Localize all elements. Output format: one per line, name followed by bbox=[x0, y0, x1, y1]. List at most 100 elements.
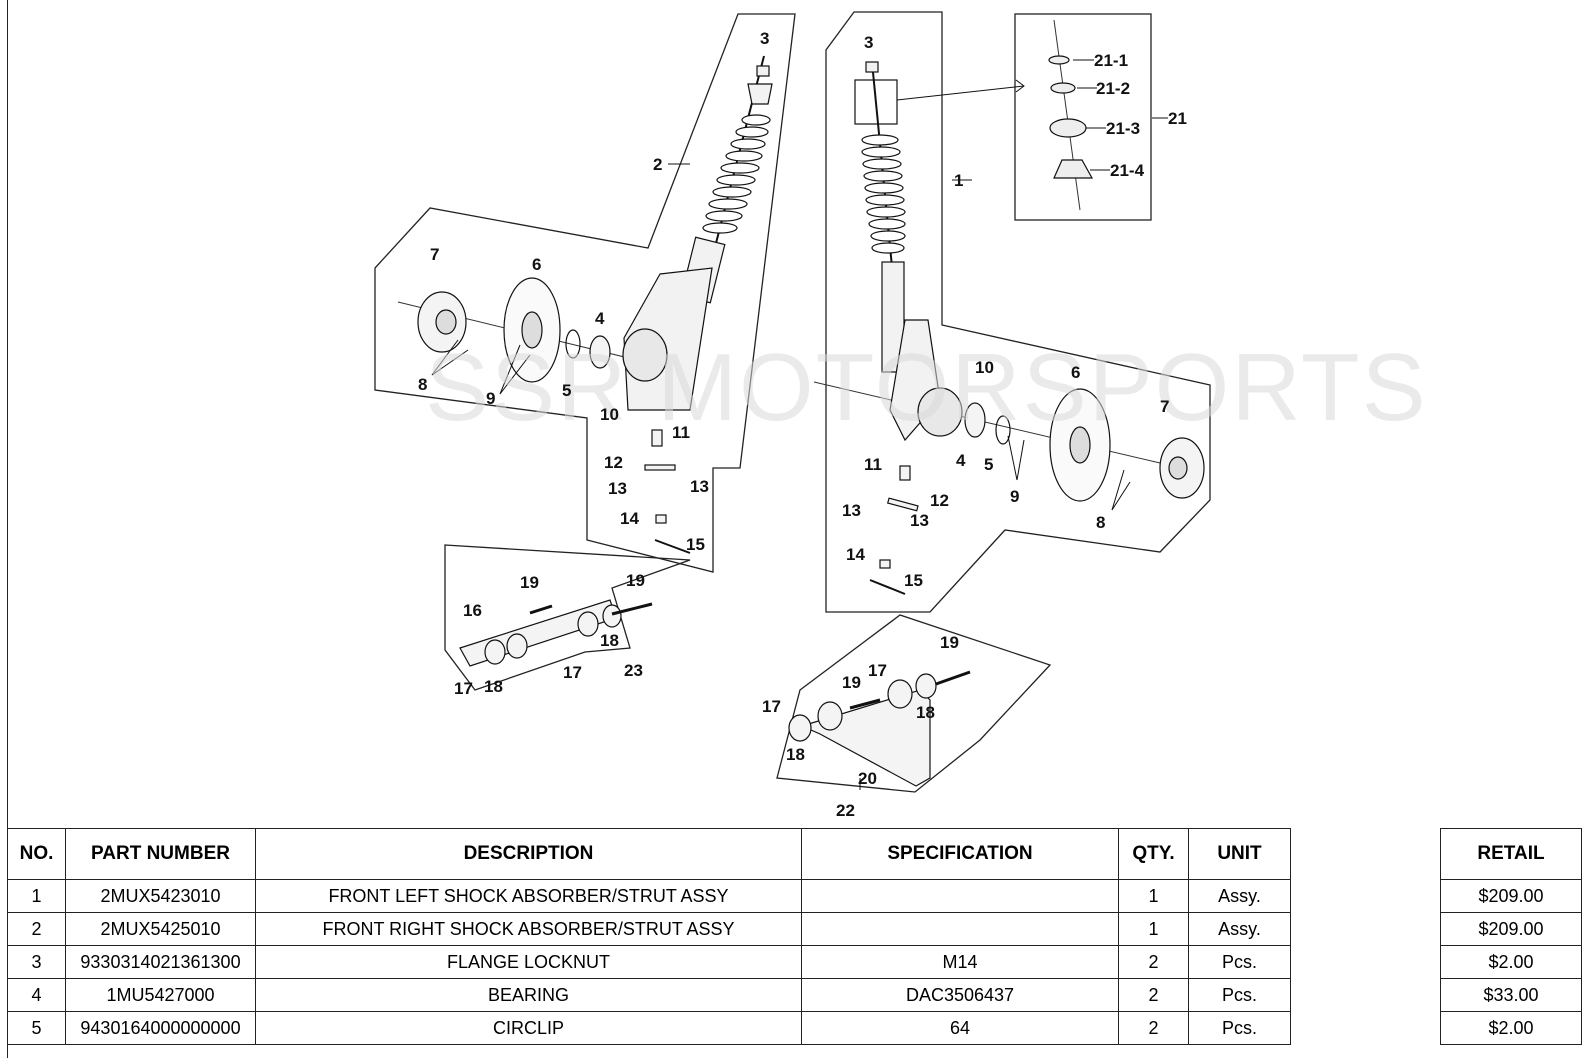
callout-label: 20 bbox=[858, 769, 877, 788]
table-row: 1 2MUX5423010 FRONT LEFT SHOCK ABSORBER/… bbox=[7, 879, 1582, 913]
table-row: 4 1MU5427000 BEARING DAC3506437 2 Pcs. $… bbox=[7, 978, 1582, 1012]
cell-specification bbox=[801, 879, 1119, 913]
cell-blank bbox=[1290, 978, 1441, 1012]
callout-label: 12 bbox=[604, 453, 623, 472]
right-arm-outline bbox=[776, 614, 1052, 793]
callout-label: 8 bbox=[1096, 513, 1105, 532]
callout-label: 19 bbox=[940, 633, 959, 652]
callout-label: 6 bbox=[1071, 363, 1080, 382]
cell-specification bbox=[801, 912, 1119, 946]
callout-label: 1 bbox=[954, 171, 963, 190]
cell-retail: $33.00 bbox=[1440, 978, 1582, 1012]
cell-unit: Assy. bbox=[1188, 912, 1291, 946]
callout-label: 17 bbox=[762, 697, 781, 716]
cell-unit: Assy. bbox=[1188, 879, 1291, 913]
cell-unit: Pcs. bbox=[1188, 978, 1291, 1012]
page-frame bbox=[7, 0, 1587, 1058]
cell-part-number: 9330314021361300 bbox=[65, 945, 256, 979]
callout-label: 2 bbox=[653, 155, 662, 174]
cell-part-number: 9430164000000000 bbox=[65, 1011, 256, 1045]
callout-label: 10 bbox=[600, 405, 619, 424]
cell-unit: Pcs. bbox=[1188, 945, 1291, 979]
cell-description: BEARING bbox=[255, 978, 802, 1012]
right-hub-assembly bbox=[869, 388, 1205, 595]
callout-label: 19 bbox=[626, 571, 645, 590]
table-header-row: NO. PART NUMBER DESCRIPTION SPECIFICATIO… bbox=[7, 828, 1582, 880]
cell-no: 1 bbox=[7, 879, 66, 913]
col-header-qty: QTY. bbox=[1118, 828, 1189, 880]
callout-labels: 1 2 3 3 4 4 5 5 6 6 7 7 8 8 9 9 10 10 11… bbox=[418, 29, 1187, 820]
callout-label: 9 bbox=[1010, 487, 1019, 506]
cell-part-number: 2MUX5423010 bbox=[65, 879, 256, 913]
right-assembly-outline bbox=[825, 11, 1211, 613]
callout-label: 5 bbox=[984, 455, 993, 474]
callout-label: 19 bbox=[842, 673, 861, 692]
cell-no: 5 bbox=[7, 1011, 66, 1045]
callout-label: 8 bbox=[418, 375, 427, 394]
cell-qty: 2 bbox=[1118, 945, 1189, 979]
callout-label: 3 bbox=[760, 29, 769, 48]
cell-retail: $2.00 bbox=[1440, 1011, 1582, 1045]
table-row: 2 2MUX5425010 FRONT RIGHT SHOCK ABSORBER… bbox=[7, 912, 1582, 946]
left-hub-assembly bbox=[417, 277, 691, 554]
callout-label: 17 bbox=[563, 663, 582, 682]
callout-label: 21-4 bbox=[1110, 161, 1145, 180]
callout-label: 6 bbox=[532, 255, 541, 274]
cell-qty: 1 bbox=[1118, 912, 1189, 946]
callout-label: 16 bbox=[463, 601, 482, 620]
col-header-retail: RETAIL bbox=[1440, 828, 1582, 880]
callout-label: 23 bbox=[624, 661, 643, 680]
exploded-parts-diagram: SSR MOTORSPORTS 1 2 3 3 4 4 5 5 6 6 7 7 … bbox=[374, 11, 1426, 820]
callout-label: 4 bbox=[956, 451, 966, 470]
col-header-specification: SPECIFICATION bbox=[801, 828, 1119, 880]
cell-specification: M14 bbox=[801, 945, 1119, 979]
callout-label: 13 bbox=[910, 511, 929, 530]
table-row: 3 9330314021361300 FLANGE LOCKNUT M14 2 … bbox=[7, 945, 1582, 979]
callout-label: 18 bbox=[786, 745, 805, 764]
callout-label: 21-3 bbox=[1106, 119, 1140, 138]
table-row: 5 9430164000000000 CIRCLIP 64 2 Pcs. $2.… bbox=[7, 1011, 1582, 1045]
cell-blank bbox=[1290, 912, 1441, 946]
callout-label: 21 bbox=[1168, 109, 1187, 128]
callout-label: 4 bbox=[595, 309, 605, 328]
callout-label: 13 bbox=[842, 501, 861, 520]
cell-unit: Pcs. bbox=[1188, 1011, 1291, 1045]
cell-blank bbox=[1290, 945, 1441, 979]
callout-label: 22 bbox=[836, 801, 855, 820]
cell-blank bbox=[1290, 1011, 1441, 1045]
callout-label: 5 bbox=[562, 381, 571, 400]
detail-box-21 bbox=[1014, 13, 1152, 221]
callout-label: 17 bbox=[454, 679, 473, 698]
callout-label: 18 bbox=[600, 631, 619, 650]
cell-specification: DAC3506437 bbox=[801, 978, 1119, 1012]
callout-label: 7 bbox=[430, 245, 439, 264]
cell-no: 4 bbox=[7, 978, 66, 1012]
callout-label: 18 bbox=[484, 677, 503, 696]
cell-part-number: 2MUX5425010 bbox=[65, 912, 256, 946]
callout-label: 15 bbox=[686, 535, 705, 554]
callout-label: 19 bbox=[520, 573, 539, 592]
cell-retail: $209.00 bbox=[1440, 879, 1582, 913]
callout-label: 13 bbox=[608, 479, 627, 498]
left-strut-drawing bbox=[622, 55, 773, 411]
callout-label: 10 bbox=[975, 358, 994, 377]
cell-blank bbox=[1290, 879, 1441, 913]
callout-label: 21-1 bbox=[1094, 51, 1128, 70]
right-strut-drawing bbox=[854, 61, 963, 442]
cell-no: 3 bbox=[7, 945, 66, 979]
callout-label: 9 bbox=[486, 389, 495, 408]
cell-specification: 64 bbox=[801, 1011, 1119, 1045]
cell-part-number: 1MU5427000 bbox=[65, 978, 256, 1012]
callout-label: 11 bbox=[864, 455, 882, 474]
cell-description: FRONT RIGHT SHOCK ABSORBER/STRUT ASSY bbox=[255, 912, 802, 946]
cell-description: FLANGE LOCKNUT bbox=[255, 945, 802, 979]
col-header-part-number: PART NUMBER bbox=[65, 828, 256, 880]
cell-qty: 1 bbox=[1118, 879, 1189, 913]
left-assembly-outline bbox=[374, 13, 796, 573]
lower-arms-drawing bbox=[459, 599, 971, 787]
callout-label: 18 bbox=[916, 703, 935, 722]
callout-label: 13 bbox=[690, 477, 709, 496]
callout-label: 14 bbox=[620, 509, 639, 528]
callout-label: 7 bbox=[1160, 397, 1169, 416]
callout-label: 3 bbox=[864, 33, 873, 52]
